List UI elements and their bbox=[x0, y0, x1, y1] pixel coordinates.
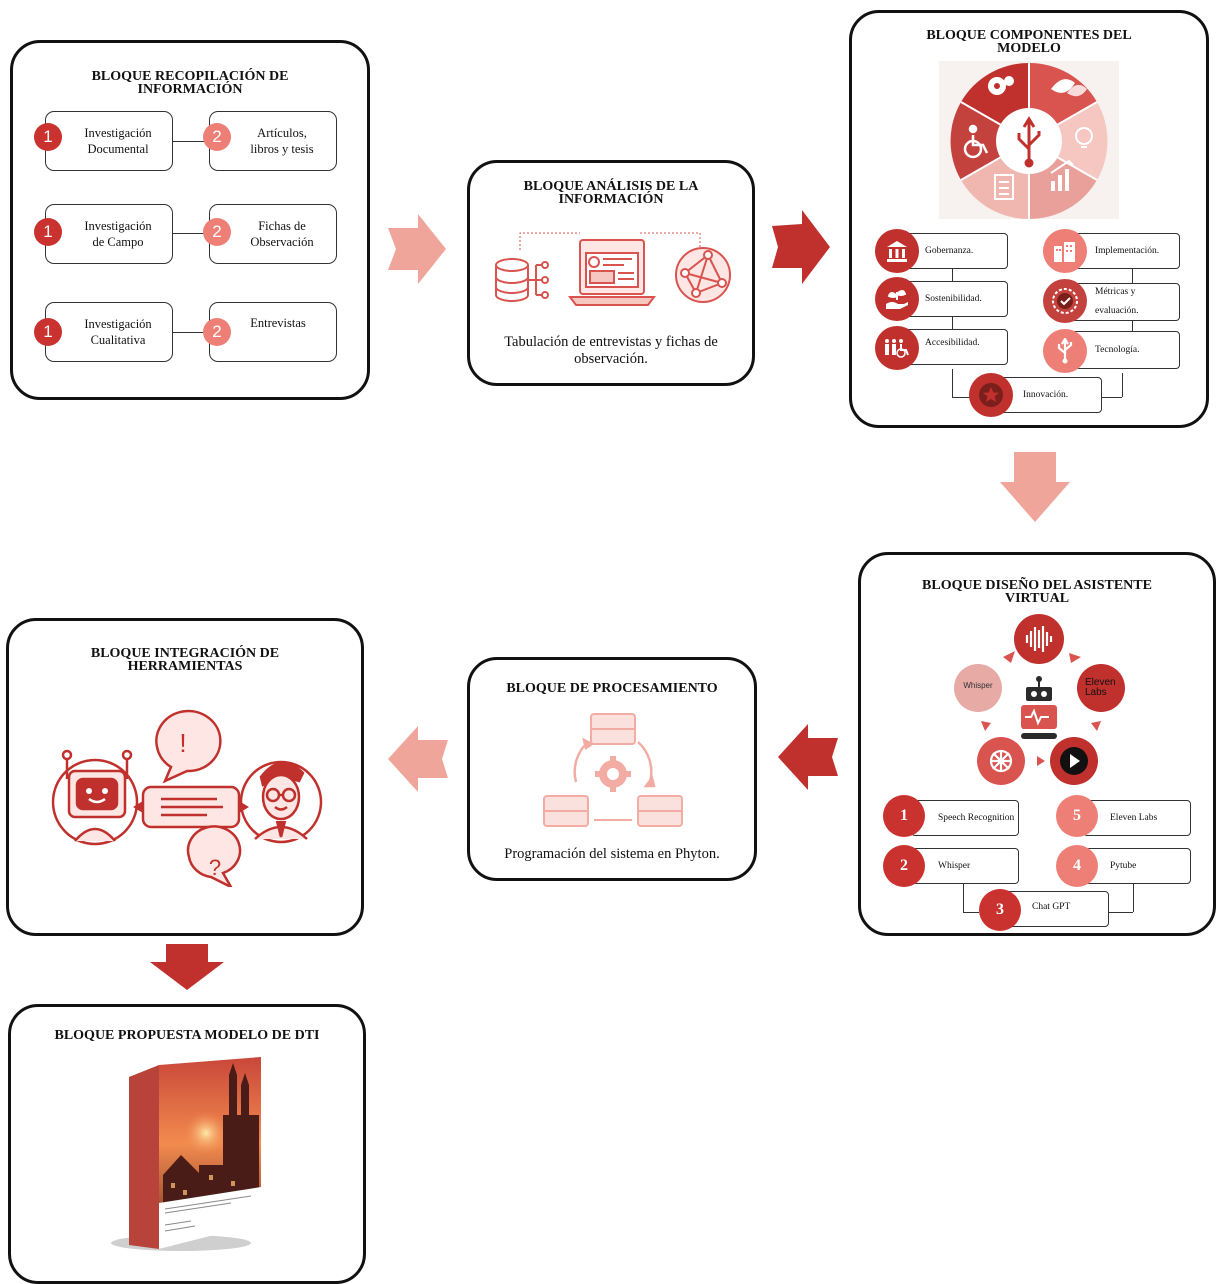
connector bbox=[963, 912, 979, 913]
audio-wave-icon bbox=[1014, 614, 1064, 664]
block-title: BLOQUE ANÁLISIS DE LA INFORMACIÓN bbox=[523, 179, 699, 207]
step-speech-recognition: Speech Recognition bbox=[911, 800, 1019, 836]
connector bbox=[1109, 912, 1133, 913]
processing-cycle-icon bbox=[543, 713, 683, 827]
block-propuesta: BLOQUE PROPUESTA MODELO DE DTI bbox=[8, 1004, 366, 1284]
block-componentes: BLOQUE COMPONENTES DEL MODELO Gobernanza… bbox=[849, 10, 1209, 428]
connector bbox=[952, 397, 970, 398]
step-number: 5 bbox=[1056, 795, 1098, 837]
eleven-labs-logo bbox=[1077, 664, 1125, 712]
usb-icon bbox=[1017, 116, 1041, 168]
components-wheel bbox=[939, 61, 1119, 219]
block-caption: Programación del sistema en Phyton. bbox=[504, 846, 720, 862]
usb-icon bbox=[1043, 329, 1087, 373]
step-whisper: Whisper bbox=[911, 848, 1019, 884]
connector bbox=[1102, 397, 1122, 398]
connector bbox=[1132, 321, 1133, 331]
eleven-labs-label: Eleven Labs bbox=[1085, 677, 1116, 698]
number-badge: 1 bbox=[34, 218, 62, 246]
wheelchair-icon bbox=[963, 124, 989, 159]
block-title: BLOQUE COMPONENTES DEL MODELO bbox=[926, 28, 1132, 56]
hand-plant-icon bbox=[875, 277, 919, 321]
cycle-arrows bbox=[981, 651, 1101, 766]
connector bbox=[952, 317, 953, 329]
arrow-left-icon bbox=[778, 724, 838, 790]
arrow-left-icon bbox=[388, 726, 448, 792]
number-badge: 2 bbox=[203, 218, 231, 246]
step-eleven-labs: Eleven Labs bbox=[1083, 800, 1191, 836]
item-investigacion-documental: Investigación Documental bbox=[45, 111, 173, 171]
star-icon bbox=[969, 373, 1013, 417]
component-accesibilidad: Accesibilidad. bbox=[898, 329, 1008, 365]
step-number: 4 bbox=[1056, 845, 1098, 887]
connector bbox=[952, 369, 953, 397]
number-badge: 1 bbox=[34, 318, 62, 346]
robot-icon bbox=[1021, 676, 1057, 739]
youtube-play-icon bbox=[1050, 737, 1098, 785]
connector bbox=[952, 269, 953, 281]
arrow-down-icon bbox=[1000, 452, 1070, 522]
growth-chart-icon bbox=[1050, 159, 1074, 191]
block-title: BLOQUE DISEÑO DEL ASISTENTE VIRTUAL bbox=[922, 578, 1152, 606]
block-integracion: BLOQUE INTEGRACIÓN DE HERRAMIENTAS ! ? bbox=[6, 618, 364, 936]
exclamation-bubble-icon: ! bbox=[155, 709, 222, 784]
block-title: BLOQUE INTEGRACIÓN DE HERRAMIENTAS bbox=[90, 646, 280, 674]
step-number: 1 bbox=[883, 795, 925, 837]
integration-illustration: ! ? bbox=[51, 709, 323, 887]
gear-icon bbox=[595, 756, 631, 792]
connector bbox=[1122, 373, 1123, 397]
block-title: BLOQUE DE PROCESAMIENTO bbox=[506, 681, 718, 696]
whisper-label: Whisper bbox=[963, 681, 993, 690]
block-caption: Tabulación de entrevistas y fichas de ob… bbox=[504, 334, 718, 367]
network-graph-icon bbox=[675, 247, 731, 303]
block-title: BLOQUE PROPUESTA MODELO DE DTI bbox=[54, 1028, 320, 1043]
lightbulb-icon bbox=[1075, 127, 1093, 148]
bank-icon bbox=[875, 229, 919, 273]
svg-text:?: ? bbox=[209, 855, 221, 880]
connector bbox=[1132, 269, 1133, 283]
step-number: 3 bbox=[979, 889, 1021, 931]
block-diseno: BLOQUE DISEÑO DEL ASISTENTE VIRTUAL bbox=[858, 552, 1216, 936]
assistant-cycle bbox=[954, 614, 1125, 785]
step-number: 2 bbox=[883, 845, 925, 887]
item-investigacion-cualitativa: Investigación Cualitativa bbox=[45, 302, 173, 362]
leaf-icon bbox=[1051, 79, 1087, 97]
checklist-icon bbox=[994, 174, 1014, 200]
block-recopilacion: BLOQUE RECOPILACIÓN DE INFORMACIÓN Inves… bbox=[10, 40, 370, 400]
badge-check-icon bbox=[1043, 279, 1087, 323]
block-procesamiento: BLOQUE DE PROCESAMIENTO Programación del… bbox=[467, 657, 757, 881]
arrow-down-icon bbox=[150, 944, 224, 990]
question-bubble-icon: ? bbox=[186, 825, 242, 887]
gear-icon bbox=[988, 76, 1014, 95]
robot-avatar-icon bbox=[51, 749, 139, 846]
arrow-right-icon bbox=[388, 214, 446, 284]
connector bbox=[1133, 884, 1134, 912]
item-investigacion-campo: Investigación de Campo bbox=[45, 204, 173, 264]
item-fichas: Fichas de Observación bbox=[209, 204, 337, 264]
svg-text:!: ! bbox=[179, 728, 186, 758]
database-icon bbox=[495, 258, 549, 302]
analysis-illustration bbox=[495, 232, 731, 306]
number-badge: 1 bbox=[34, 123, 62, 151]
people-icon bbox=[875, 326, 919, 370]
chatgpt-logo bbox=[977, 737, 1025, 785]
whisper-logo bbox=[954, 664, 1002, 712]
number-badge: 2 bbox=[203, 123, 231, 151]
buildings-icon bbox=[1043, 229, 1087, 273]
step-pytube: Pytube bbox=[1083, 848, 1191, 884]
block-analisis: BLOQUE ANÁLISIS DE LA INFORMACIÓN bbox=[467, 160, 755, 386]
laptop-dashboard-icon bbox=[568, 239, 656, 306]
chat-bubble-icon bbox=[133, 785, 249, 829]
number-badge: 2 bbox=[203, 318, 231, 346]
block-title: BLOQUE RECOPILACIÓN DE INFORMACIÓN bbox=[91, 69, 289, 97]
person-avatar-icon bbox=[239, 760, 323, 844]
connector bbox=[963, 884, 964, 912]
arrow-right-icon bbox=[772, 210, 830, 284]
book-cover-image bbox=[111, 1057, 261, 1251]
